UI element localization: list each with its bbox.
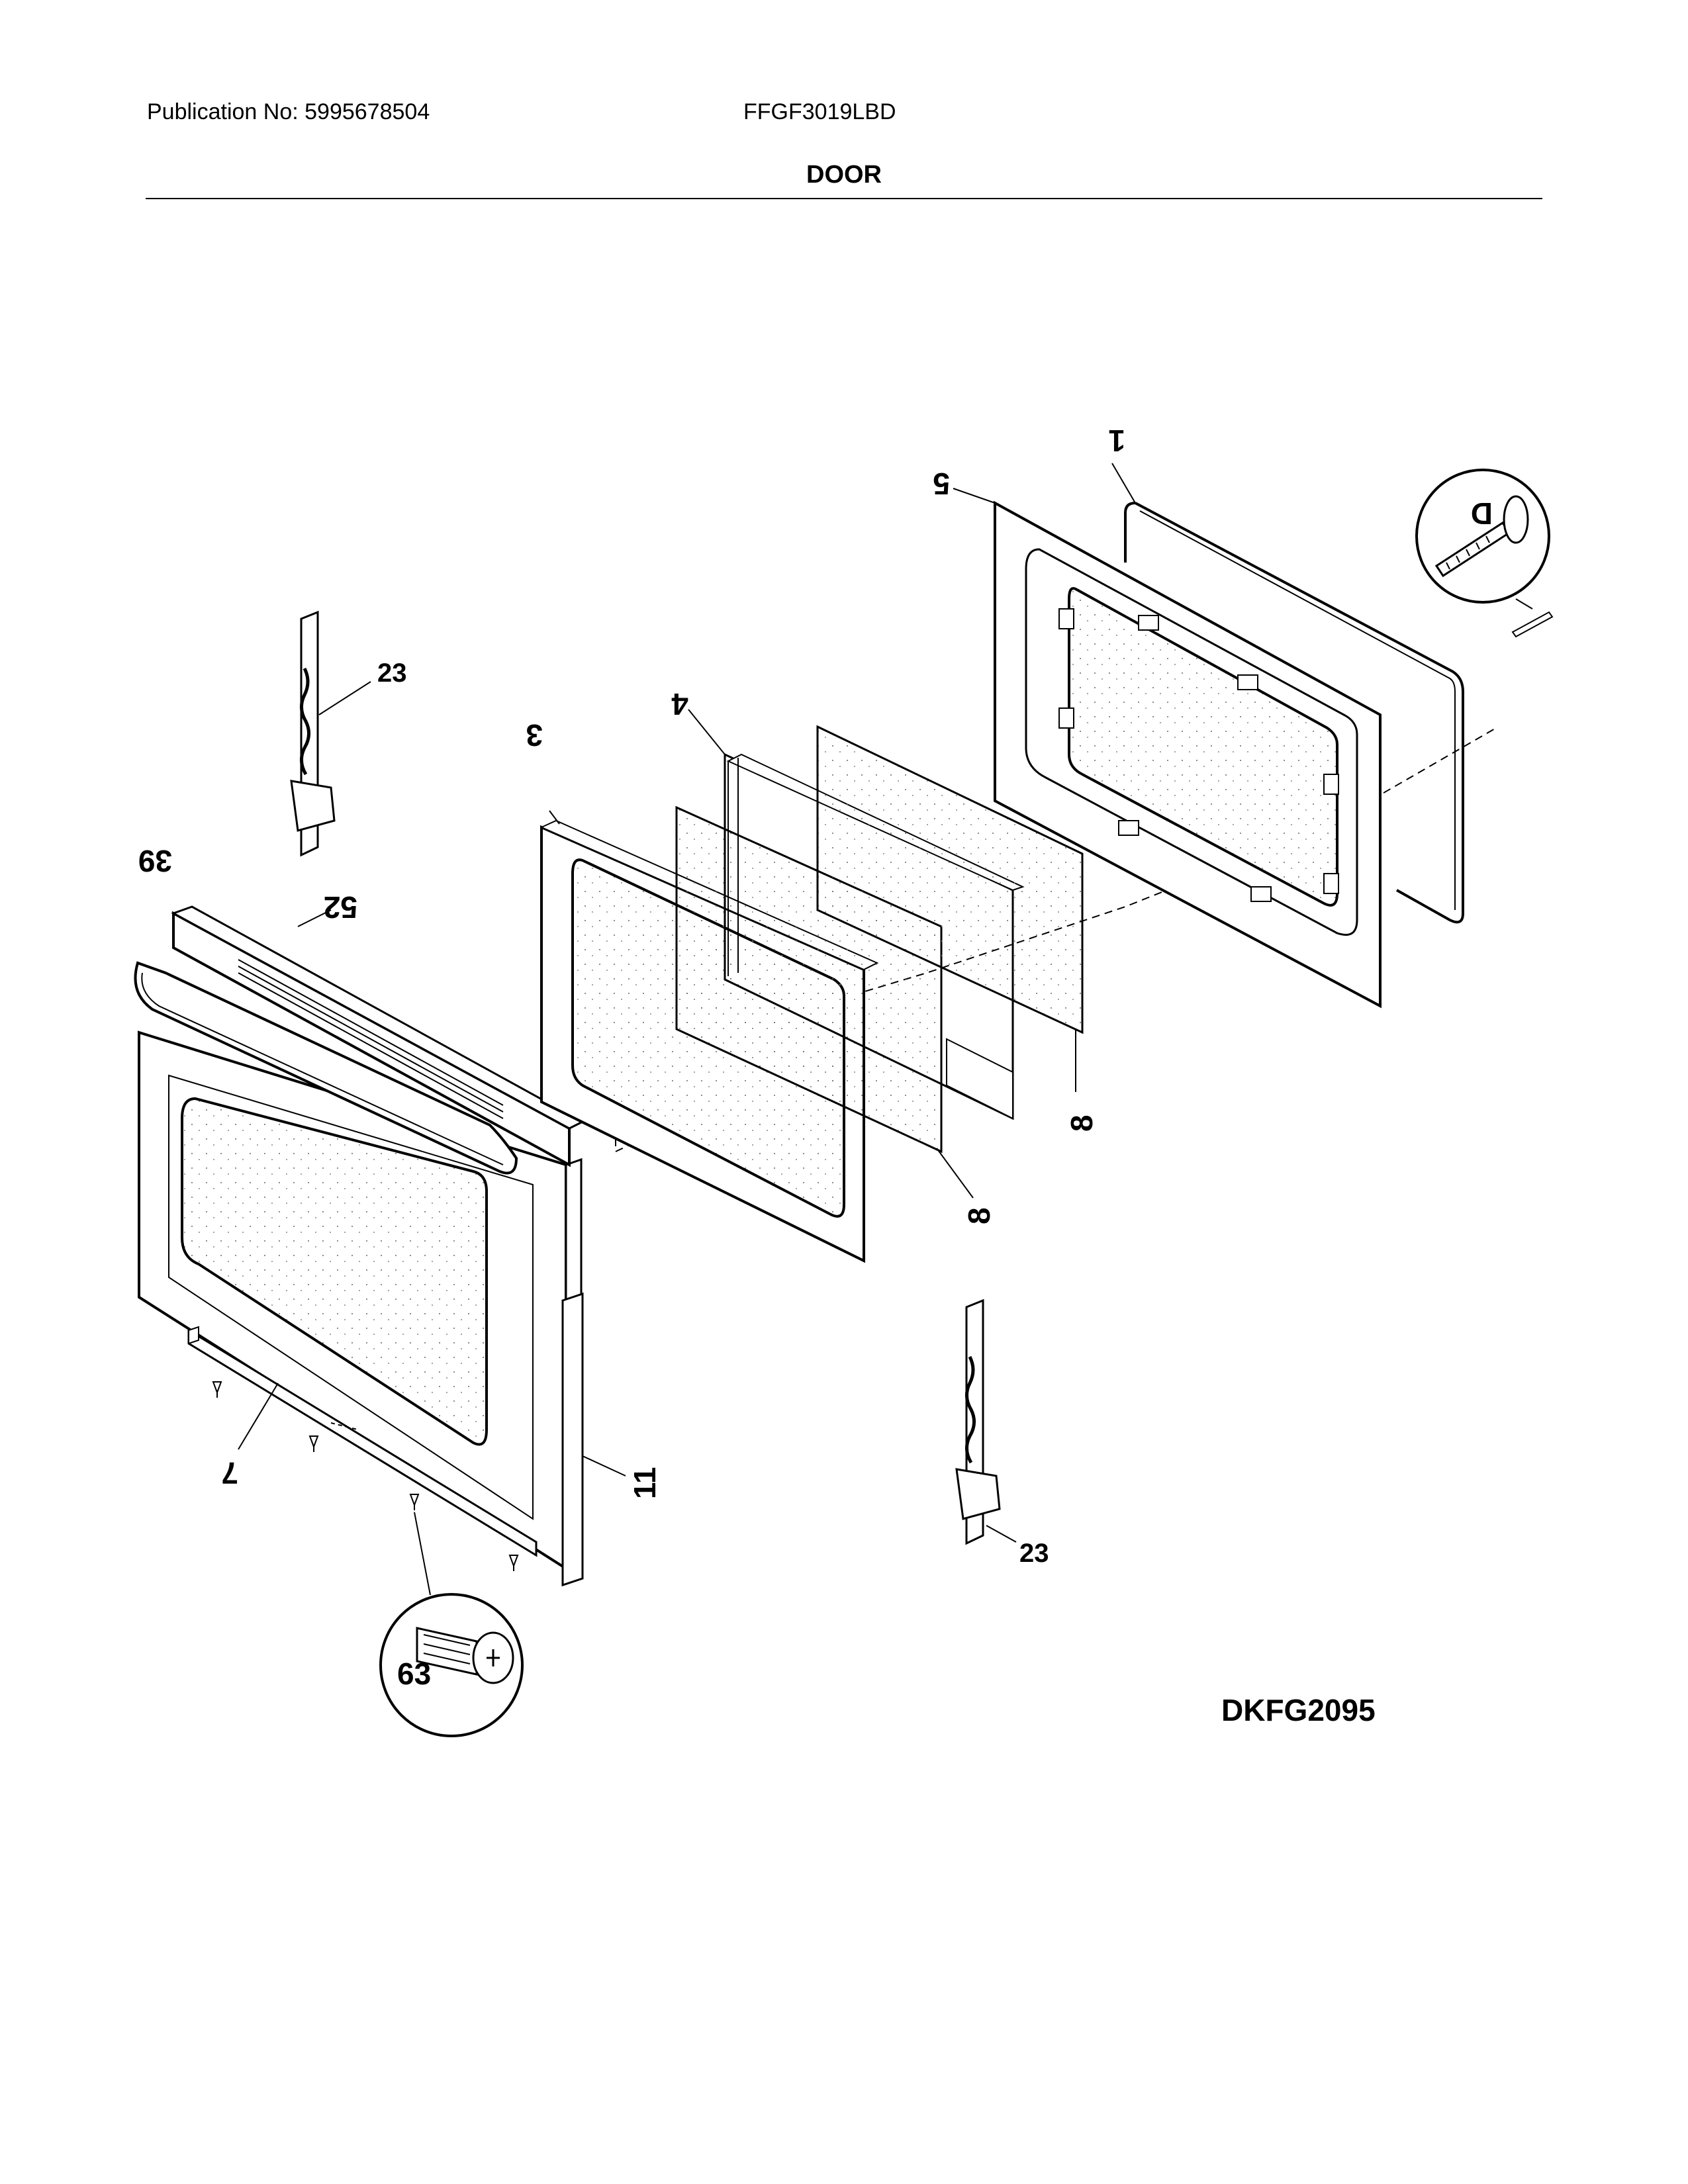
publication-number: Publication No: 5995678504 bbox=[147, 99, 430, 124]
callout-trim-52: 52 bbox=[324, 890, 357, 925]
door-handle bbox=[134, 961, 518, 1175]
hinge-upper bbox=[290, 610, 371, 857]
callout-glass-8b: 8 bbox=[1064, 1115, 1099, 1132]
header-divider bbox=[146, 198, 1542, 199]
model-number: FFGF3019LBD bbox=[743, 99, 896, 124]
screw-leader bbox=[414, 1512, 431, 1596]
callout-handle-39: 39 bbox=[138, 844, 172, 878]
outer-door-panel bbox=[138, 1030, 583, 1571]
bolt-detail-bubble bbox=[1415, 469, 1554, 638]
top-trim bbox=[171, 905, 585, 1167]
screw-detail-bubble bbox=[379, 1593, 524, 1737]
door-gasket bbox=[1111, 463, 1464, 924]
callout-hinge-upper: 23 bbox=[377, 659, 407, 688]
hinge-lower bbox=[955, 1298, 1017, 1545]
callout-glass-pack-4: 4 bbox=[671, 687, 688, 721]
glass-panel-back bbox=[816, 725, 1084, 1092]
diagram-code: DKFG2095 bbox=[1221, 1693, 1376, 1727]
callout-bottom-trim-7: 7 bbox=[221, 1456, 238, 1490]
screw-icons bbox=[212, 1381, 519, 1571]
inner-door-liner bbox=[953, 488, 1382, 1009]
callout-frame-3: 3 bbox=[526, 718, 543, 752]
bottom-trim bbox=[187, 1326, 538, 1557]
side-trim bbox=[561, 1292, 626, 1587]
callout-glass-8a: 8 bbox=[962, 1207, 996, 1224]
callout-side-trim-11: 11 bbox=[628, 1467, 662, 1499]
section-title: DOOR bbox=[806, 161, 882, 189]
callout-bolt-detail: D bbox=[1471, 496, 1493, 531]
callout-screw-detail: 63 bbox=[397, 1657, 431, 1691]
callout-hinge-lower: 23 bbox=[1019, 1539, 1049, 1568]
callout-gasket-1: 1 bbox=[1108, 424, 1125, 458]
callout-liner-5: 5 bbox=[933, 467, 950, 501]
